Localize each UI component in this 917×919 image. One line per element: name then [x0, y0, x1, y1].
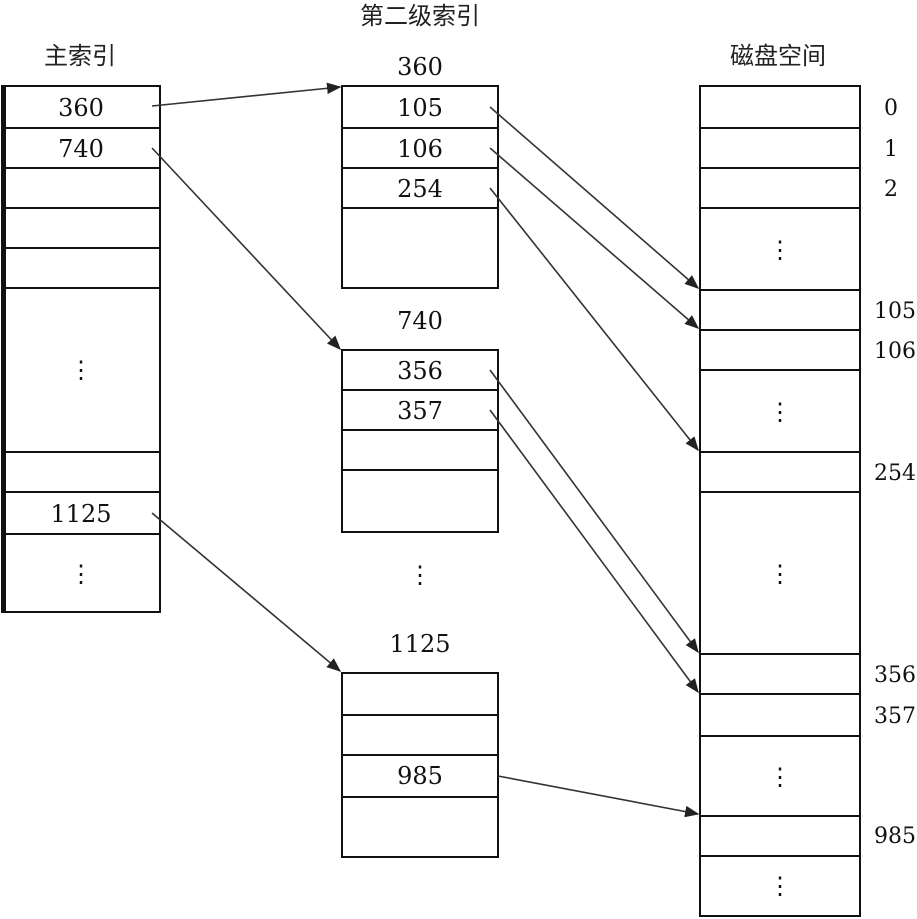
second-index-cell — [341, 796, 499, 858]
main-index-cell — [1, 491, 161, 535]
second-index-entry: 106 — [397, 135, 443, 163]
pointer-arrow-357 — [489, 409, 699, 694]
disk-address: 105 — [874, 299, 916, 324]
disk-ellipsis: ⋮ — [768, 763, 792, 791]
main-index-ellipsis: ⋮ — [69, 560, 93, 588]
disk-address: 356 — [874, 663, 916, 688]
main-index-entry: 740 — [58, 135, 104, 163]
second-index-cell — [341, 127, 499, 169]
disk-block — [699, 167, 861, 209]
main-index-entry: 1125 — [50, 500, 111, 528]
second-index-cell — [341, 85, 499, 129]
pointer-arrow-254 — [489, 187, 699, 452]
second-index-group-360: 360 105 106 254 — [341, 53, 499, 289]
second-index-group-740: 740 356 357 — [341, 307, 499, 533]
disk-block — [699, 329, 861, 371]
second-index-cell — [341, 714, 499, 756]
disk-space-column: ⋮ ⋮ ⋮ ⋮ ⋮ — [699, 85, 861, 917]
second-index-cell — [341, 207, 499, 289]
disk-block — [699, 653, 861, 695]
disk-block — [699, 369, 861, 453]
disk-block — [699, 207, 861, 291]
disk-block — [699, 127, 861, 169]
pointer-arrow-main-1125 — [151, 512, 342, 672]
pointer-arrow-356 — [489, 369, 699, 654]
disk-address-labels: 0 1 2 105 106 254 356 357 985 — [874, 96, 916, 849]
disk-address: 2 — [884, 177, 898, 202]
second-index-cell — [341, 389, 499, 431]
disk-block — [699, 855, 861, 917]
pointer-arrow-985 — [497, 775, 700, 818]
second-index-gap-ellipsis: ⋮ — [408, 561, 432, 589]
disk-block — [699, 815, 861, 857]
disk-address: 985 — [874, 824, 916, 849]
disk-ellipsis: ⋮ — [768, 872, 792, 900]
second-index-entry: 985 — [397, 762, 443, 790]
pointer-arrow-105 — [489, 106, 700, 289]
main-index-title: 主索引 — [44, 42, 116, 70]
disk-space-title: 磁盘空间 — [730, 42, 826, 70]
disk-address: 0 — [884, 96, 898, 121]
second-index-cell — [341, 469, 499, 533]
pointer-arrow-main-360 — [151, 82, 342, 107]
main-index-cell — [1, 451, 161, 493]
disk-ellipsis: ⋮ — [768, 236, 792, 264]
second-index-entry: 254 — [397, 175, 443, 203]
main-index-cell — [1, 127, 161, 169]
disk-block — [699, 289, 861, 331]
pointer-arrow-106 — [489, 147, 700, 329]
main-index-column: 360 740 ⋮ 1125 ⋮ — [1, 85, 161, 613]
second-index-cell — [341, 349, 499, 391]
second-index-entry: 356 — [397, 357, 443, 385]
main-index-entry: 360 — [58, 94, 104, 122]
main-index-ellipsis: ⋮ — [69, 356, 93, 384]
second-index-group-1125: 1125 985 — [341, 630, 499, 858]
disk-ellipsis: ⋮ — [768, 398, 792, 426]
main-index-cell — [1, 533, 161, 613]
disk-ellipsis: ⋮ — [768, 560, 792, 588]
pointer-arrows — [151, 82, 700, 818]
second-index-entry: 105 — [397, 94, 443, 122]
second-index-cell — [341, 672, 499, 716]
second-index-cell — [341, 167, 499, 209]
disk-block — [699, 85, 861, 129]
second-index-cell — [341, 429, 499, 471]
pointer-arrow-main-740 — [151, 147, 341, 351]
disk-address: 254 — [874, 461, 916, 486]
main-index-cell — [1, 287, 161, 453]
main-index-cell — [1, 247, 161, 289]
main-index-cell — [1, 167, 161, 209]
disk-block — [699, 451, 861, 493]
second-index-cell — [341, 754, 499, 798]
disk-block — [699, 735, 861, 817]
second-index-group-label: 360 — [397, 53, 443, 81]
disk-block — [699, 491, 861, 655]
second-index-group-label: 1125 — [389, 630, 450, 658]
disk-address: 106 — [874, 339, 916, 364]
second-index-group-label: 740 — [397, 307, 443, 335]
disk-address: 357 — [874, 704, 916, 729]
second-index-title: 第二级索引 — [360, 2, 480, 30]
main-index-cell — [1, 207, 161, 249]
disk-address: 1 — [884, 137, 898, 162]
disk-block — [699, 693, 861, 737]
second-index-entry: 357 — [397, 397, 443, 425]
